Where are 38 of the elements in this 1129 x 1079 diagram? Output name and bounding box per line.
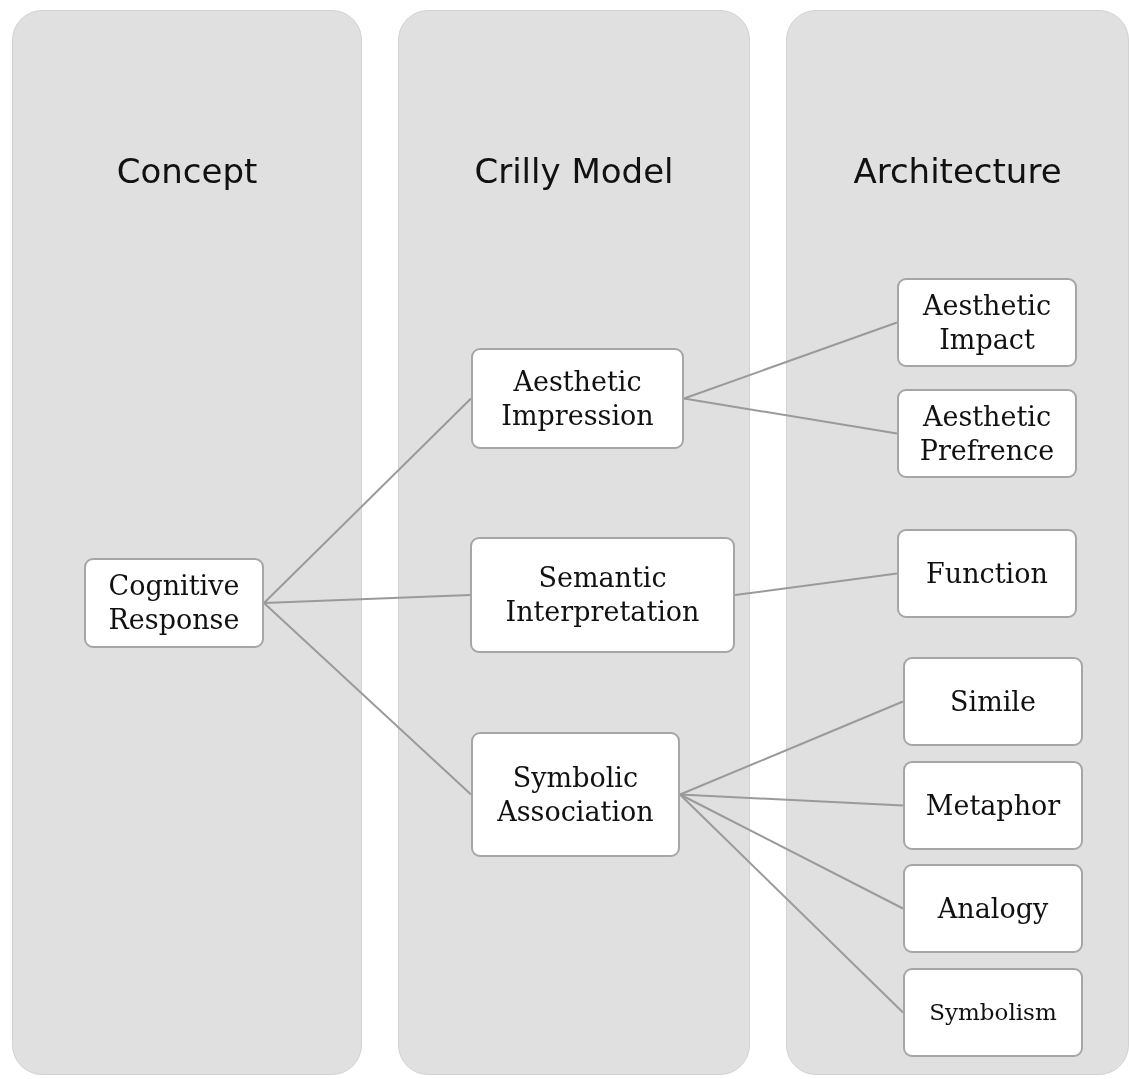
- node-label: Simile: [950, 684, 1036, 719]
- node-label: Aesthetic Impact: [921, 288, 1053, 357]
- node-label: Metaphor: [925, 788, 1061, 823]
- node-label: Semantic Interpretation: [504, 561, 701, 629]
- concept-box: [903, 968, 1083, 1057]
- node-label: Aesthetic Impression: [500, 364, 655, 433]
- column-band: [12, 10, 362, 1075]
- column-heading: Crilly Model: [473, 151, 675, 191]
- node-label: Aesthetic Prefrence: [918, 399, 1056, 468]
- column-band: [398, 10, 750, 1075]
- concept-box: [903, 864, 1083, 953]
- node-label: Symbolic Association: [496, 760, 655, 829]
- column-band: [786, 10, 1129, 1075]
- concept-box: [903, 657, 1083, 746]
- concept-box: [903, 761, 1083, 850]
- connector-line: [679, 793, 904, 910]
- concept-box: [471, 732, 680, 857]
- connector-line: [263, 397, 472, 604]
- column-heading: Architecture: [852, 151, 1063, 191]
- concept-box: [897, 529, 1077, 618]
- node-label: Function: [926, 556, 1048, 591]
- concept-box: [470, 537, 735, 653]
- node-label: Analogy: [937, 891, 1049, 926]
- connector-line: [679, 793, 904, 1014]
- connector-line: [683, 397, 898, 435]
- concept-box: [471, 348, 684, 449]
- node-label: Cognitive Response: [107, 569, 241, 637]
- concept-box: [897, 389, 1077, 478]
- connector-line: [679, 700, 904, 796]
- connector-line: [683, 321, 898, 400]
- connector-line: [263, 594, 471, 604]
- connector-line: [263, 602, 472, 796]
- concept-box: [84, 558, 264, 648]
- connector-line: [734, 572, 898, 596]
- concept-box: [897, 278, 1077, 367]
- node-label: Symbolism: [929, 998, 1057, 1027]
- connector-line: [679, 793, 904, 807]
- column-heading: Concept: [115, 151, 259, 191]
